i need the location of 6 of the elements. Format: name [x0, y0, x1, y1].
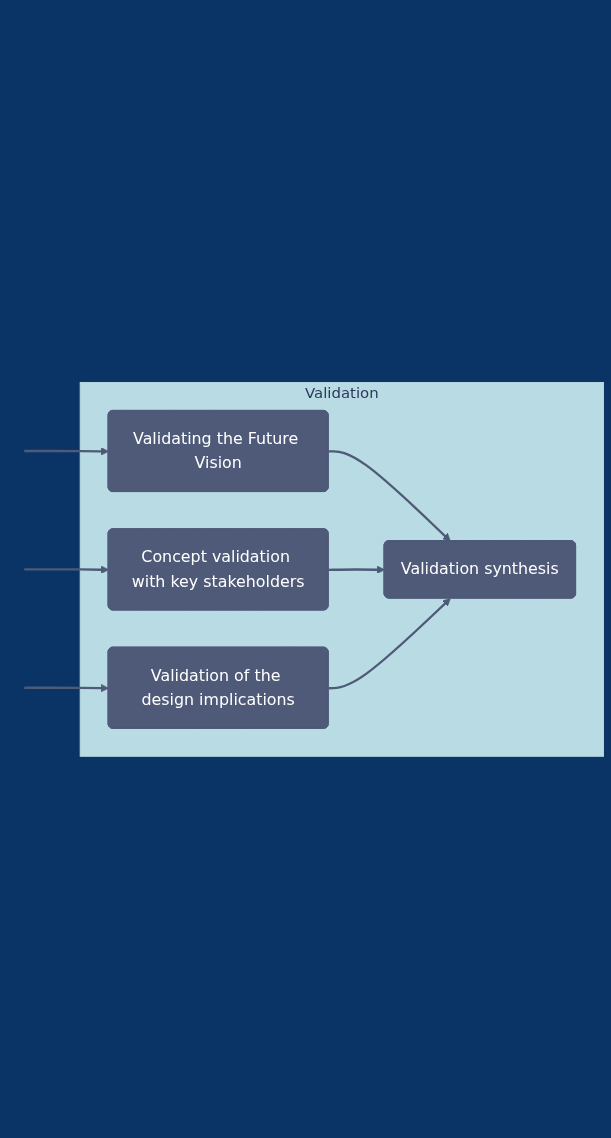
- arrow: [24, 565, 109, 574]
- arrow: [24, 446, 109, 456]
- arrow: [24, 683, 109, 692]
- arrow: [328, 565, 385, 574]
- arrow: [328, 449, 451, 542]
- arrow: [328, 597, 451, 690]
